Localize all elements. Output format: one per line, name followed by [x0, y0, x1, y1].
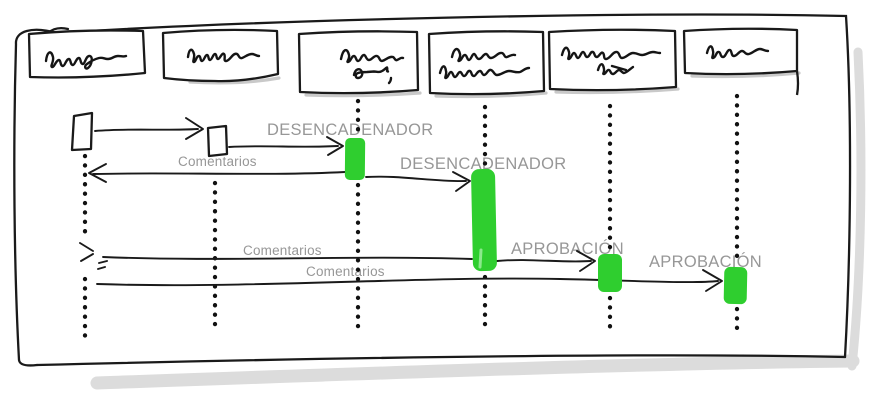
- arrowhead-left-sloppy-icon: [79, 242, 108, 270]
- actor-box-3: [297, 30, 420, 95]
- actor-boxes: [27, 27, 800, 96]
- message-label-comentarios-3: Comentarios: [306, 264, 385, 279]
- arrowhead-right-icon: [576, 250, 596, 272]
- actor-box-6-stray-stroke: [795, 70, 800, 96]
- frame-shadow: [90, 47, 866, 390]
- activation-bar-4: [723, 266, 748, 305]
- activation-bar-2: [471, 168, 497, 272]
- message-arrow-1: [94, 117, 204, 140]
- handwriting-scribble-3b: [352, 66, 390, 80]
- arrowhead-left-icon: [88, 163, 107, 183]
- activation-bar-3: [598, 254, 622, 292]
- message-label-aprobacion-1: APROBACIÓN: [511, 239, 624, 258]
- handwriting-scribble-5b: [596, 63, 635, 76]
- actor-box-shadows: [188, 71, 801, 99]
- message-arrow-3-comentarios-return: [88, 163, 346, 183]
- message-labels: DESENCADENADOR DESENCADENADOR Comentario…: [178, 121, 762, 279]
- message-arrows: [79, 117, 723, 292]
- activation-bar-2-highlight: [478, 248, 483, 269]
- message-label-comentarios-1: Comentarios: [178, 154, 257, 169]
- message-label-desencadenador-1: DESENCADENADOR: [267, 121, 433, 139]
- message-label-comentarios-2: Comentarios: [243, 243, 322, 258]
- arrowhead-right-icon: [702, 269, 723, 292]
- handwriting-scribble-3b-comma: [387, 76, 393, 85]
- arrowhead-right-icon: [185, 117, 204, 140]
- handwriting-scribble-5b-cross: [610, 64, 628, 72]
- message-arrow-6-aprobacion: [496, 250, 596, 272]
- actor-box-4: [427, 30, 546, 96]
- handwriting-scribble-3a: [339, 48, 405, 64]
- message-label-aprobacion-2: APROBACIÓN: [649, 252, 762, 271]
- message-arrow-7-comentarios-aprobacion: [96, 269, 723, 292]
- message-arrow-5-comentarios-return: [79, 242, 473, 270]
- arrowhead-right-icon: [452, 171, 471, 192]
- message-arrow-2-desencadenador: [228, 136, 344, 156]
- handwriting-scribble-4b: [438, 65, 531, 80]
- execution-rect-2: [206, 124, 229, 158]
- handwriting-scribble-5a: [560, 46, 662, 61]
- activation-bars: [344, 137, 748, 305]
- execution-rect-1: [70, 111, 94, 152]
- handwriting-scribble-1: [44, 51, 128, 70]
- handwriting-scribble-6: [705, 45, 770, 60]
- handwriting-scribble-4a: [450, 47, 517, 63]
- activation-bar-1: [344, 137, 366, 181]
- actor-scribbles: [44, 45, 770, 85]
- actor-box-1: [27, 29, 147, 79]
- message-arrow-4-desencadenador: [365, 171, 471, 192]
- execution-rects: [70, 111, 229, 158]
- handwriting-scribble-2: [186, 48, 261, 64]
- arrowhead-right-icon: [326, 136, 344, 156]
- actor-box-5: [547, 28, 678, 92]
